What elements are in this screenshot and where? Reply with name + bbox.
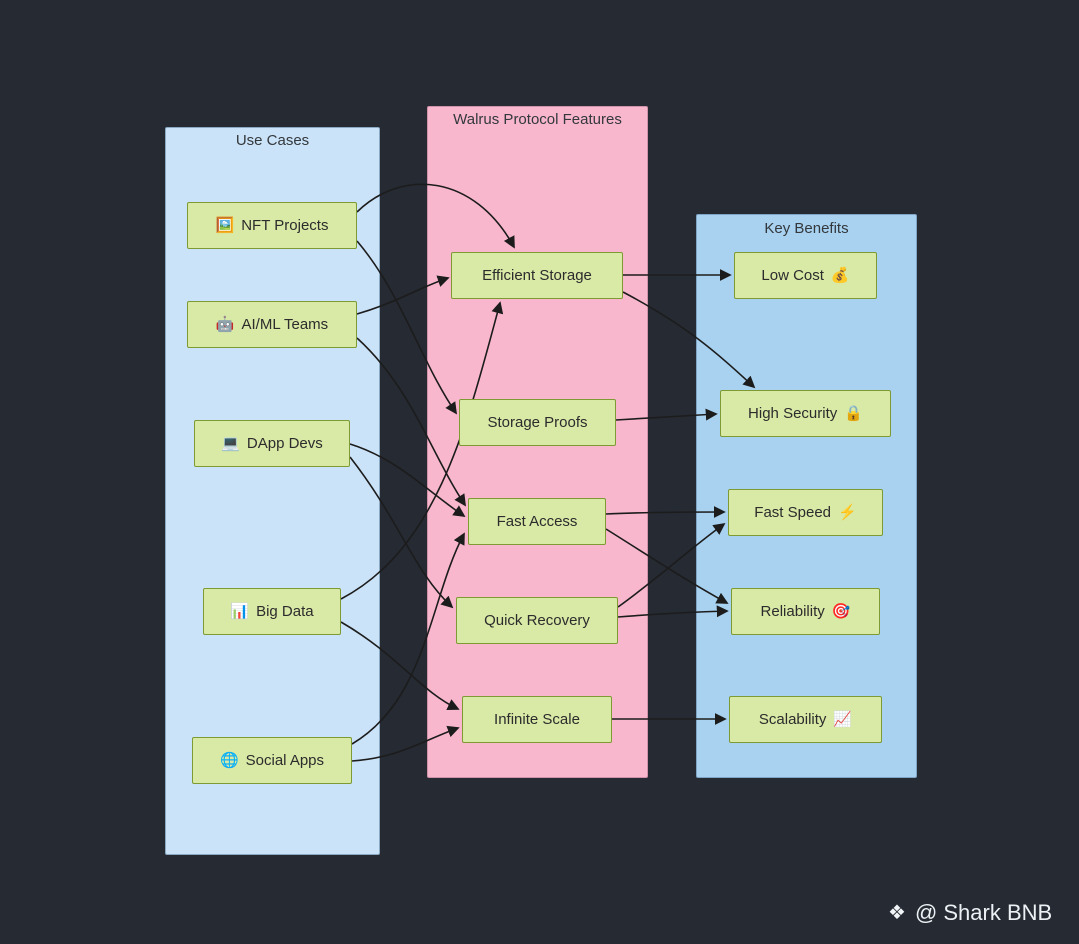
- laptop-icon: 💻: [221, 435, 240, 452]
- node-label: Fast Speed: [754, 504, 832, 521]
- features-title: Walrus Protocol Features: [453, 111, 622, 128]
- node-label: Storage Proofs: [487, 414, 588, 431]
- node-label: DApp Devs: [246, 435, 323, 452]
- node-dapp-devs: 💻 DApp Devs: [194, 420, 350, 467]
- node-high-security: High Security 🔒: [720, 390, 891, 437]
- node-label: Efficient Storage: [482, 267, 592, 284]
- money-bag-icon: 💰: [830, 267, 850, 284]
- node-label: Social Apps: [245, 752, 325, 769]
- node-fast-speed: Fast Speed ⚡: [728, 489, 883, 536]
- node-label: Reliability: [760, 603, 825, 620]
- node-label: Infinite Scale: [494, 711, 580, 728]
- node-big-data: 📊 Big Data: [203, 588, 341, 635]
- watermark-text: @ Shark BNB: [914, 900, 1053, 925]
- use-cases-title: Use Cases: [235, 132, 310, 149]
- node-reliability: Reliability 🎯: [731, 588, 880, 635]
- node-label: Quick Recovery: [484, 612, 590, 629]
- node-scalability: Scalability 📈: [729, 696, 882, 743]
- node-label: Big Data: [256, 603, 314, 620]
- binance-diamond-icon: ❖: [888, 902, 906, 924]
- node-social-apps: 🌐 Social Apps: [192, 737, 352, 784]
- node-low-cost: Low Cost 💰: [734, 252, 877, 299]
- target-icon: 🎯: [831, 603, 851, 620]
- globe-icon: 🌐: [219, 752, 239, 769]
- watermark: ❖ @ Shark BNB: [888, 900, 1052, 926]
- node-quick-recovery: Quick Recovery: [456, 597, 618, 644]
- node-storage-proofs: Storage Proofs: [459, 399, 616, 446]
- framed-picture-icon: 🖼️: [215, 217, 235, 234]
- node-efficient-storage: Efficient Storage: [451, 252, 623, 299]
- lock-icon: 🔒: [844, 405, 863, 422]
- benefits-title: Key Benefits: [764, 220, 849, 237]
- node-label: Low Cost: [761, 267, 824, 284]
- node-aiml-teams: 🤖 AI/ML Teams: [187, 301, 357, 348]
- node-infinite-scale: Infinite Scale: [462, 696, 612, 743]
- node-label: High Security: [748, 405, 838, 422]
- lightning-icon: ⚡: [838, 504, 857, 521]
- node-fast-access: Fast Access: [468, 498, 606, 545]
- node-nft-projects: 🖼️ NFT Projects: [187, 202, 357, 249]
- chart-increasing-icon: 📈: [833, 711, 853, 728]
- node-label: Fast Access: [496, 513, 578, 530]
- node-label: NFT Projects: [241, 217, 329, 234]
- node-label: Scalability: [758, 711, 827, 728]
- bar-chart-icon: 📊: [230, 603, 250, 620]
- node-label: AI/ML Teams: [241, 316, 329, 333]
- robot-icon: 🤖: [215, 316, 235, 333]
